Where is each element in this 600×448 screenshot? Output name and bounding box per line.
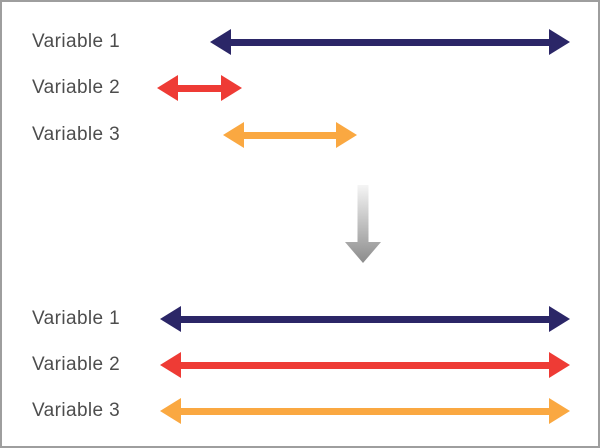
- left-arrowhead-icon: [160, 306, 181, 332]
- top-variable-3-label: Variable 3: [32, 124, 121, 145]
- bottom-variable-2-label: Variable 2: [32, 354, 121, 375]
- left-arrowhead-icon: [210, 29, 231, 55]
- arrow-shaft: [231, 38, 549, 46]
- top-variable-3-range-arrow: [223, 122, 357, 148]
- bottom-variable-1-range-arrow: [160, 306, 570, 332]
- arrow-shaft: [181, 407, 549, 415]
- arrow-shaft: [181, 361, 549, 369]
- bottom-variable-3-range-arrow: [160, 398, 570, 424]
- left-arrowhead-icon: [157, 75, 178, 101]
- arrow-shaft: [244, 131, 336, 139]
- left-arrowhead-icon: [223, 122, 244, 148]
- right-arrowhead-icon: [221, 75, 242, 101]
- transform-down-arrow-icon: [345, 185, 381, 263]
- right-arrowhead-icon: [549, 306, 570, 332]
- right-arrowhead-icon: [336, 122, 357, 148]
- right-arrowhead-icon: [549, 352, 570, 378]
- top-variable-1-range-arrow: [210, 29, 570, 55]
- left-arrowhead-icon: [160, 352, 181, 378]
- right-arrowhead-icon: [549, 398, 570, 424]
- bottom-variable-1-label: Variable 1: [32, 308, 121, 329]
- arrow-shaft: [181, 315, 549, 323]
- right-arrowhead-icon: [549, 29, 570, 55]
- top-variable-2-label: Variable 2: [32, 77, 121, 98]
- top-variable-1-label: Variable 1: [32, 31, 121, 52]
- bottom-variable-3-label: Variable 3: [32, 400, 121, 421]
- left-arrowhead-icon: [160, 398, 181, 424]
- arrow-shaft: [178, 84, 221, 92]
- top-variable-2-range-arrow: [157, 75, 242, 101]
- bottom-variable-2-range-arrow: [160, 352, 570, 378]
